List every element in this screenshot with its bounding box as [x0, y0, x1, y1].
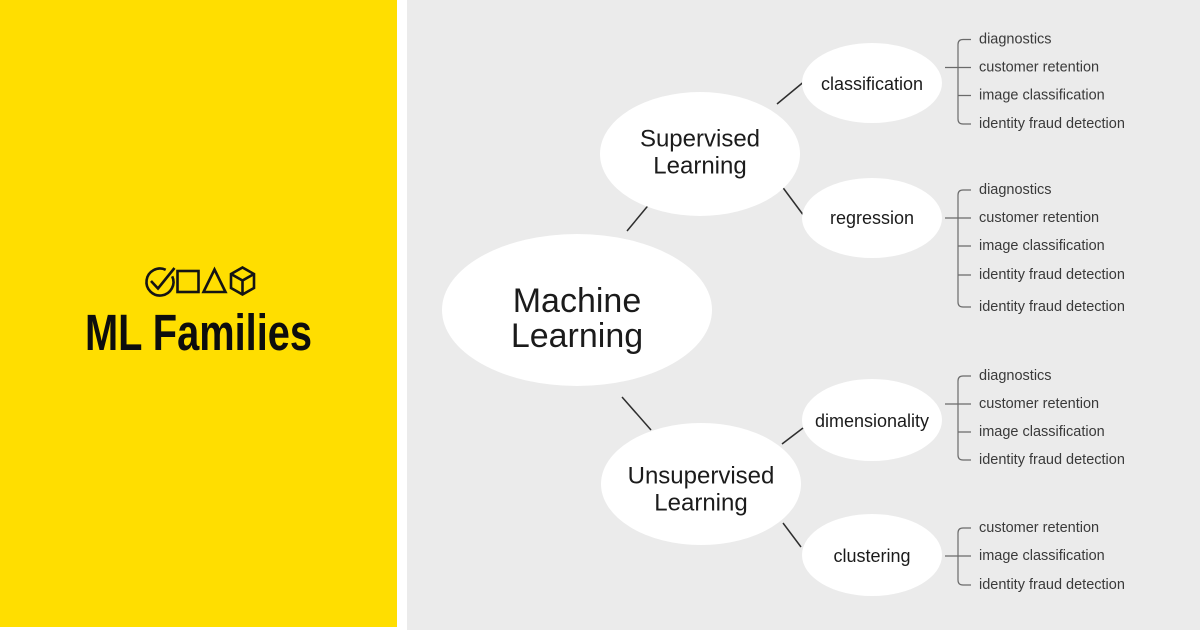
leaf-item-label: identity fraud detection — [979, 452, 1125, 468]
node-ellipse — [802, 514, 942, 596]
node-label: Learning — [653, 153, 746, 180]
leaf-group-classification: diagnostics customer retention image cla… — [945, 32, 1125, 132]
node-ellipse — [802, 379, 942, 461]
node-unsupervised-learning: Unsupervised Learning — [601, 423, 801, 545]
node-ellipse — [601, 423, 801, 545]
node-label: Unsupervised — [628, 463, 775, 490]
node-label: regression — [830, 208, 914, 228]
leaf-item-label: diagnostics — [979, 368, 1052, 384]
leaf-item-label: diagnostics — [979, 182, 1052, 198]
leaf-item-label: image classification — [979, 238, 1105, 254]
bracket-connector — [945, 38, 971, 125]
leaf-group-regression: diagnostics customer retention image cla… — [945, 182, 1125, 315]
bracket-connector — [945, 527, 971, 586]
node-ellipse — [802, 178, 942, 258]
mindmap: diagnostics customer retention image cla… — [442, 32, 1125, 596]
branch-line-root-unsupervised — [621, 396, 652, 431]
brand-content: ML Families — [85, 266, 312, 361]
leaf-item-label: image classification — [979, 548, 1105, 564]
node-label: Learning — [654, 490, 747, 517]
node-ellipse — [600, 92, 800, 216]
leaf-item-label: identity fraud detection — [979, 267, 1125, 283]
mindmap-panel: diagnostics customer retention image cla… — [407, 0, 1200, 630]
node-classification: classification — [802, 43, 942, 123]
node-dimensionality: dimensionality — [802, 379, 942, 461]
leaf-item-label: identity fraud detection — [979, 116, 1125, 132]
leaf-item-label: customer retention — [979, 60, 1099, 76]
node-label: Machine — [513, 282, 642, 320]
square-icon — [176, 269, 200, 294]
leaf-item-label: image classification — [979, 88, 1105, 104]
brand-panel: ML Families — [0, 0, 397, 627]
node-supervised-learning: Supervised Learning — [600, 92, 800, 216]
leaf-group-dimensionality: diagnostics customer retention image cla… — [945, 368, 1125, 468]
branch-line-unsupervised-clustering — [782, 522, 802, 548]
node-label: clustering — [833, 546, 910, 566]
leaf-item-label: diagnostics — [979, 32, 1052, 48]
node-label: dimensionality — [815, 411, 929, 431]
triangle-icon — [201, 266, 228, 294]
bracket-connector — [945, 189, 971, 308]
brand-icons-row — [145, 266, 256, 297]
node-ellipse — [442, 234, 712, 386]
node-regression: regression — [802, 178, 942, 258]
branch-line-supervised-regression — [780, 184, 805, 217]
node-ellipse — [802, 43, 942, 123]
leaf-item-label: customer retention — [979, 520, 1099, 536]
leaf-item-label: customer retention — [979, 210, 1099, 226]
leaf-item-label: image classification — [979, 424, 1105, 440]
node-label: Learning — [511, 317, 643, 355]
node-clustering: clustering — [802, 514, 942, 596]
leaf-item-label: identity fraud detection — [979, 299, 1125, 315]
leaf-group-clustering: customer retention image classification … — [945, 520, 1125, 593]
page-title: ML Families — [85, 304, 312, 361]
node-label: classification — [821, 74, 923, 94]
leaf-item-label: identity fraud detection — [979, 577, 1125, 593]
box-icon — [229, 266, 256, 296]
leaf-item-label: customer retention — [979, 396, 1099, 412]
branch-line-unsupervised-dimensionality — [781, 427, 804, 445]
bracket-connector — [945, 375, 971, 461]
check-circle-icon — [145, 267, 176, 297]
branch-line-supervised-classification — [776, 79, 807, 105]
node-label: Supervised — [640, 126, 760, 153]
node-machine-learning: Machine Learning — [442, 234, 712, 386]
